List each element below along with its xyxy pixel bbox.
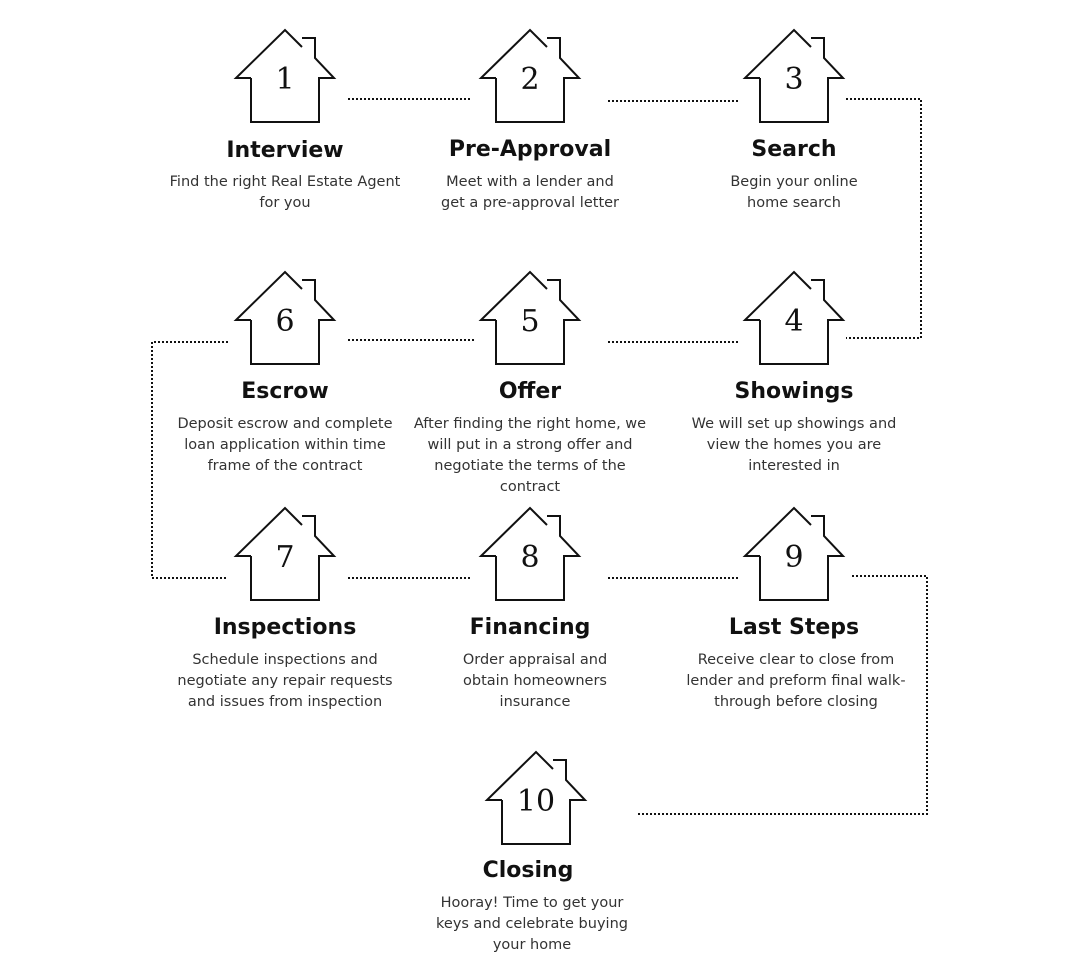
step-title: Showings <box>734 379 854 404</box>
house-icon <box>481 750 591 846</box>
step-description: Begin your online home search <box>730 174 858 211</box>
step-title: Financing <box>469 615 591 640</box>
house-icon <box>230 270 340 366</box>
step-description: Find the right Real Estate Agent for you <box>169 174 401 211</box>
house-icon <box>230 506 340 602</box>
step-number: 1 <box>275 62 295 97</box>
connector-6-7 <box>151 341 228 579</box>
step-number: 9 <box>784 540 804 575</box>
step-title: Search <box>751 137 837 162</box>
step-description: Meet with a lender and get a pre-approva… <box>440 174 620 211</box>
house-icon <box>475 28 585 124</box>
connector-9-10 <box>636 575 928 815</box>
step-title: Offer <box>498 379 562 404</box>
step-description: We will set up showings and view the hom… <box>691 416 897 474</box>
step-title: Inspections <box>213 615 357 640</box>
connector-3-4 <box>846 98 922 339</box>
step-description: Receive clear to close from lender and p… <box>686 652 906 710</box>
step-number: 5 <box>520 304 540 339</box>
step-description: Order appraisal and obtain homeowners in… <box>462 652 608 710</box>
step-description: Schedule inspections and negotiate any r… <box>177 652 393 710</box>
house-icon <box>739 28 849 124</box>
step-number: 2 <box>520 62 540 97</box>
step-title: Interview <box>226 138 344 163</box>
step-description: Hooray! Time to get your keys and celebr… <box>436 895 628 953</box>
house-icon <box>230 28 340 124</box>
step-title: Pre-Approval <box>448 137 612 162</box>
step-description: Deposit escrow and complete loan applica… <box>177 416 393 474</box>
step-title: Escrow <box>241 379 329 404</box>
house-icon <box>475 506 585 602</box>
step-number: 3 <box>784 62 804 97</box>
step-description: After finding the right home, we will pu… <box>413 416 647 495</box>
step-number: 8 <box>520 540 540 575</box>
step-title: Last Steps <box>728 615 860 640</box>
step-number: 7 <box>275 540 295 575</box>
step-title: Closing <box>482 858 574 883</box>
house-icon <box>739 270 849 366</box>
step-number: 4 <box>784 304 804 339</box>
house-icon <box>739 506 849 602</box>
step-number: 6 <box>275 304 295 339</box>
house-icon <box>475 270 585 366</box>
step-number: 10 <box>516 784 556 819</box>
